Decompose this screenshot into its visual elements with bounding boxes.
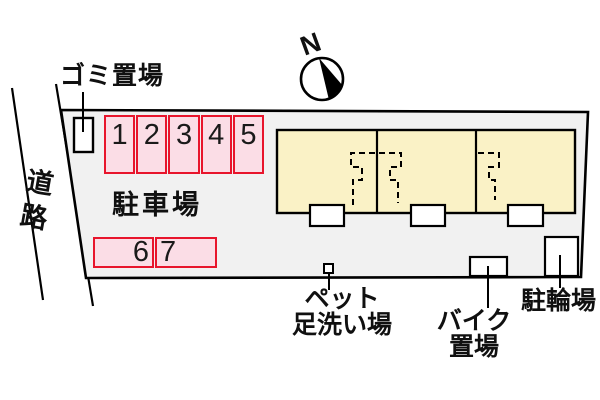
dashed-interior-line-1	[350, 152, 375, 205]
parking-stall-1: 1	[104, 115, 136, 174]
compass-circle	[299, 56, 345, 102]
pet-wash-label-line1: ペット	[304, 285, 380, 313]
parking-stall-5: 5	[232, 115, 265, 174]
pet-wash-label-line2: 足洗い場	[291, 311, 392, 339]
parking-lot-label: 駐車場	[112, 190, 202, 220]
parking-row-6-7: 6 7	[93, 236, 217, 268]
pet-wash-marker	[323, 263, 334, 274]
garbage-area-label: ゴミ置場	[60, 62, 165, 90]
parking-stall-7: 7	[155, 236, 217, 268]
pet-wash-label: ペット 足洗い場	[282, 287, 402, 338]
parking-stall-4: 4	[200, 115, 232, 174]
building	[275, 128, 577, 215]
parking-stall-6: 6	[93, 236, 154, 268]
dashed-interior-line-2	[379, 152, 402, 203]
parking-stall-2: 2	[136, 115, 168, 174]
porch-2	[409, 203, 447, 228]
road-left-edge-line	[10, 87, 45, 301]
parking-stall-3: 3	[168, 115, 200, 174]
dashed-interior-line-3	[478, 152, 500, 200]
bike-parking-label: バイク 置場	[424, 309, 524, 360]
bike-parking-label-line1: バイク	[436, 307, 512, 335]
parking-row-1-5: 1 2 3 4 5	[104, 115, 265, 174]
bicycle-parking-rect	[543, 235, 580, 278]
porch-3	[506, 203, 545, 228]
bike-parking-label-line2: 置場	[448, 333, 499, 361]
compass-needle	[319, 58, 343, 100]
bicycle-parking-label: 駐輪場	[521, 287, 597, 315]
porch-1	[308, 203, 346, 228]
